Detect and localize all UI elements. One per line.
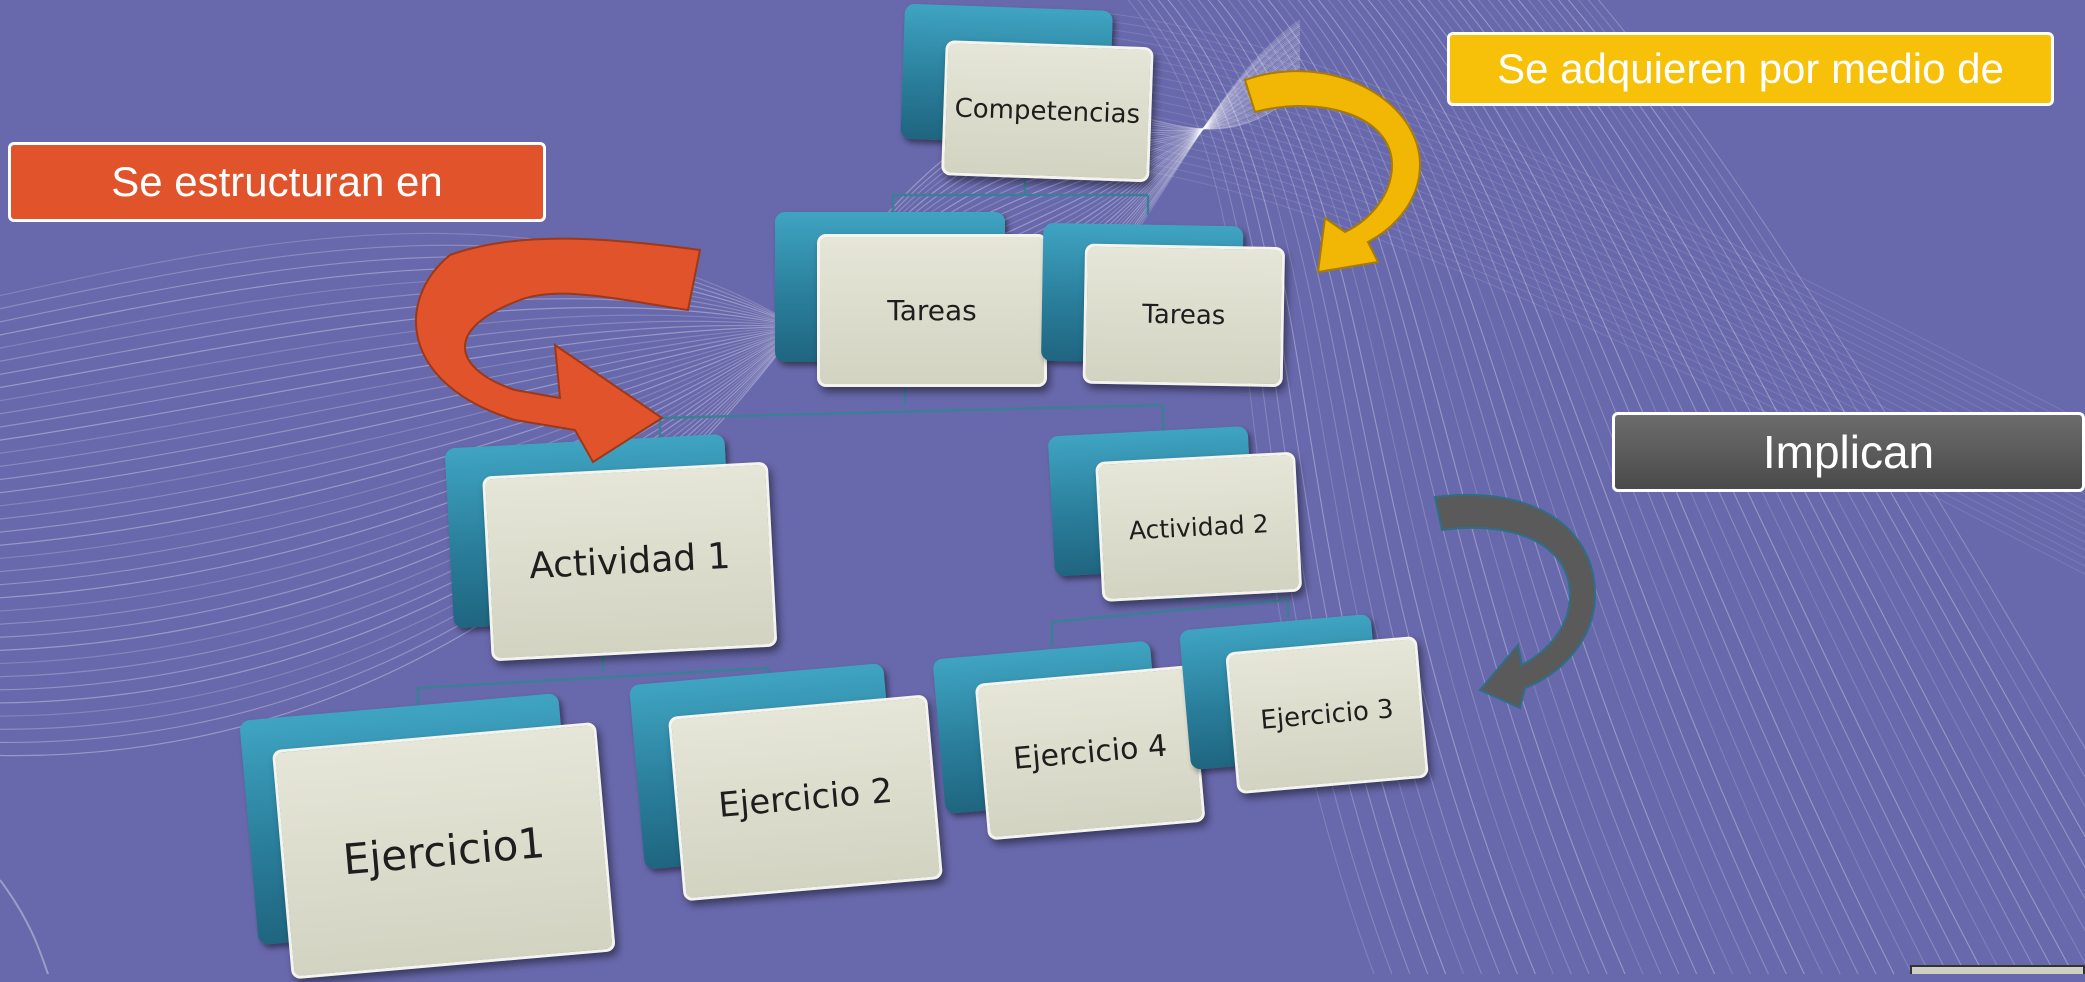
- node-tareas-1-card: Tareas: [817, 234, 1047, 387]
- gray-curved-arrow-icon: [1433, 493, 1597, 710]
- yellow-curved-arrow-icon: [1243, 70, 1422, 274]
- label-implican: Implican: [1612, 412, 2085, 492]
- corner-fragment: [1910, 965, 2085, 974]
- label-se-estructuran-en: Se estructuran en: [8, 142, 546, 222]
- label-se-adquieren-por-medio-de: Se adquieren por medio de: [1447, 32, 2054, 106]
- node-tareas-1: Tareas: [775, 212, 1047, 387]
- orange-curved-arrow-icon: [415, 237, 702, 464]
